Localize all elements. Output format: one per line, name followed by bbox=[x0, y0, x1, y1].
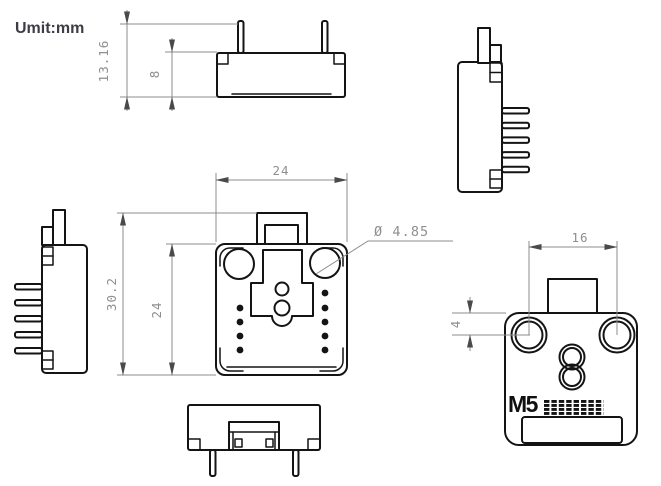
connector-grid bbox=[544, 400, 604, 416]
socket-hook-left bbox=[234, 438, 243, 448]
module-body-top-side bbox=[216, 52, 346, 98]
center-cutout bbox=[250, 249, 314, 327]
side-view-right bbox=[457, 27, 530, 193]
pin-up bbox=[477, 27, 491, 64]
side-view-left bbox=[14, 209, 88, 374]
side-pin bbox=[14, 283, 43, 291]
corner-bracket-br bbox=[319, 347, 344, 372]
side-pin bbox=[14, 299, 43, 307]
corner-notch-right bbox=[307, 438, 321, 451]
dim-body-width: 24 bbox=[215, 163, 348, 242]
leader-line bbox=[315, 240, 453, 275]
pin-up-right bbox=[321, 20, 329, 54]
pin-up bbox=[52, 209, 66, 246]
corner-notch-left bbox=[216, 52, 229, 65]
dim-body-depth: 24 bbox=[149, 243, 216, 376]
unit-label: Umit:mm bbox=[15, 20, 84, 37]
pin-down-left bbox=[209, 449, 217, 477]
screw-hole-right bbox=[309, 247, 341, 279]
pin-hole-dot bbox=[236, 318, 244, 326]
module-body-bottom-view bbox=[187, 404, 321, 451]
corner-bracket-bl bbox=[219, 347, 244, 372]
module-body-top-view bbox=[215, 243, 348, 376]
screw-hole-left bbox=[223, 248, 255, 280]
connector-tab-outer bbox=[256, 212, 308, 245]
side-pin bbox=[501, 151, 530, 159]
pin-hole-dot bbox=[321, 318, 329, 326]
bottom-view bbox=[187, 404, 321, 477]
dim-text-hole-diameter: Ø 4.85 bbox=[374, 224, 429, 240]
dim-hole-diameter: Ø 4.85 bbox=[315, 224, 453, 275]
dim-body-height: 8 bbox=[147, 38, 217, 111]
bottom-socket bbox=[521, 416, 623, 444]
pin-hole-dot bbox=[321, 346, 329, 354]
side-pin bbox=[501, 165, 530, 174]
top-tab bbox=[547, 278, 598, 314]
dim-text-total-height: 13.16 bbox=[96, 40, 111, 83]
side-pin bbox=[501, 136, 530, 144]
dim-text-overall-depth: 30.2 bbox=[104, 277, 119, 311]
side-pin bbox=[501, 107, 530, 115]
cutout-hole-small bbox=[274, 281, 290, 297]
side-pin bbox=[501, 121, 530, 130]
led-capsule-top-inner bbox=[562, 347, 582, 367]
top-view bbox=[215, 212, 348, 376]
m5-logo: M5 bbox=[508, 391, 539, 417]
corner-bracket-tr bbox=[321, 247, 344, 267]
pin-hole-dot bbox=[321, 304, 329, 312]
dim-hole-offset: 4 bbox=[448, 297, 530, 351]
pin-hole-dot bbox=[236, 304, 244, 312]
led-capsule-bottom-outer bbox=[558, 363, 586, 391]
dim-text-hole-offset: 4 bbox=[448, 320, 463, 329]
pin-hole-dot bbox=[236, 332, 244, 340]
corner-bracket-tl bbox=[219, 247, 244, 267]
pin-up-left bbox=[237, 20, 245, 54]
dim-text-body-height: 8 bbox=[147, 70, 162, 79]
dim-text-hole-pitch: 16 bbox=[571, 230, 588, 245]
pin-shoulder bbox=[489, 44, 502, 63]
module-body-left-side bbox=[41, 244, 88, 374]
pin-hole-dot bbox=[321, 332, 329, 340]
pin-hole-dot bbox=[321, 289, 329, 297]
side-view-top bbox=[216, 20, 346, 98]
side-pin bbox=[14, 347, 43, 355]
corner-notch-left bbox=[187, 438, 201, 451]
corner-notch-right bbox=[333, 52, 346, 65]
connector-tab-inner bbox=[264, 224, 299, 245]
module-body-front-view bbox=[504, 312, 638, 446]
socket-connector bbox=[228, 421, 280, 451]
side-pin bbox=[14, 331, 43, 339]
dim-text-body-width: 24 bbox=[272, 163, 289, 178]
pin-shoulder bbox=[41, 226, 54, 246]
led-capsule-bottom-inner bbox=[562, 367, 582, 387]
led-capsule-top-outer bbox=[558, 343, 586, 371]
cutout-hole-large bbox=[273, 299, 291, 317]
dim-total-height: 13.16 bbox=[96, 10, 238, 111]
dim-overall-depth: 30.2 bbox=[104, 212, 257, 376]
pin-down-right bbox=[292, 449, 300, 477]
dim-text-body-depth: 24 bbox=[149, 301, 164, 318]
pin-hole-dot bbox=[236, 346, 244, 354]
side-pin bbox=[14, 315, 43, 323]
socket-hook-right bbox=[265, 438, 274, 448]
dim-hole-pitch: 16 bbox=[528, 230, 618, 335]
